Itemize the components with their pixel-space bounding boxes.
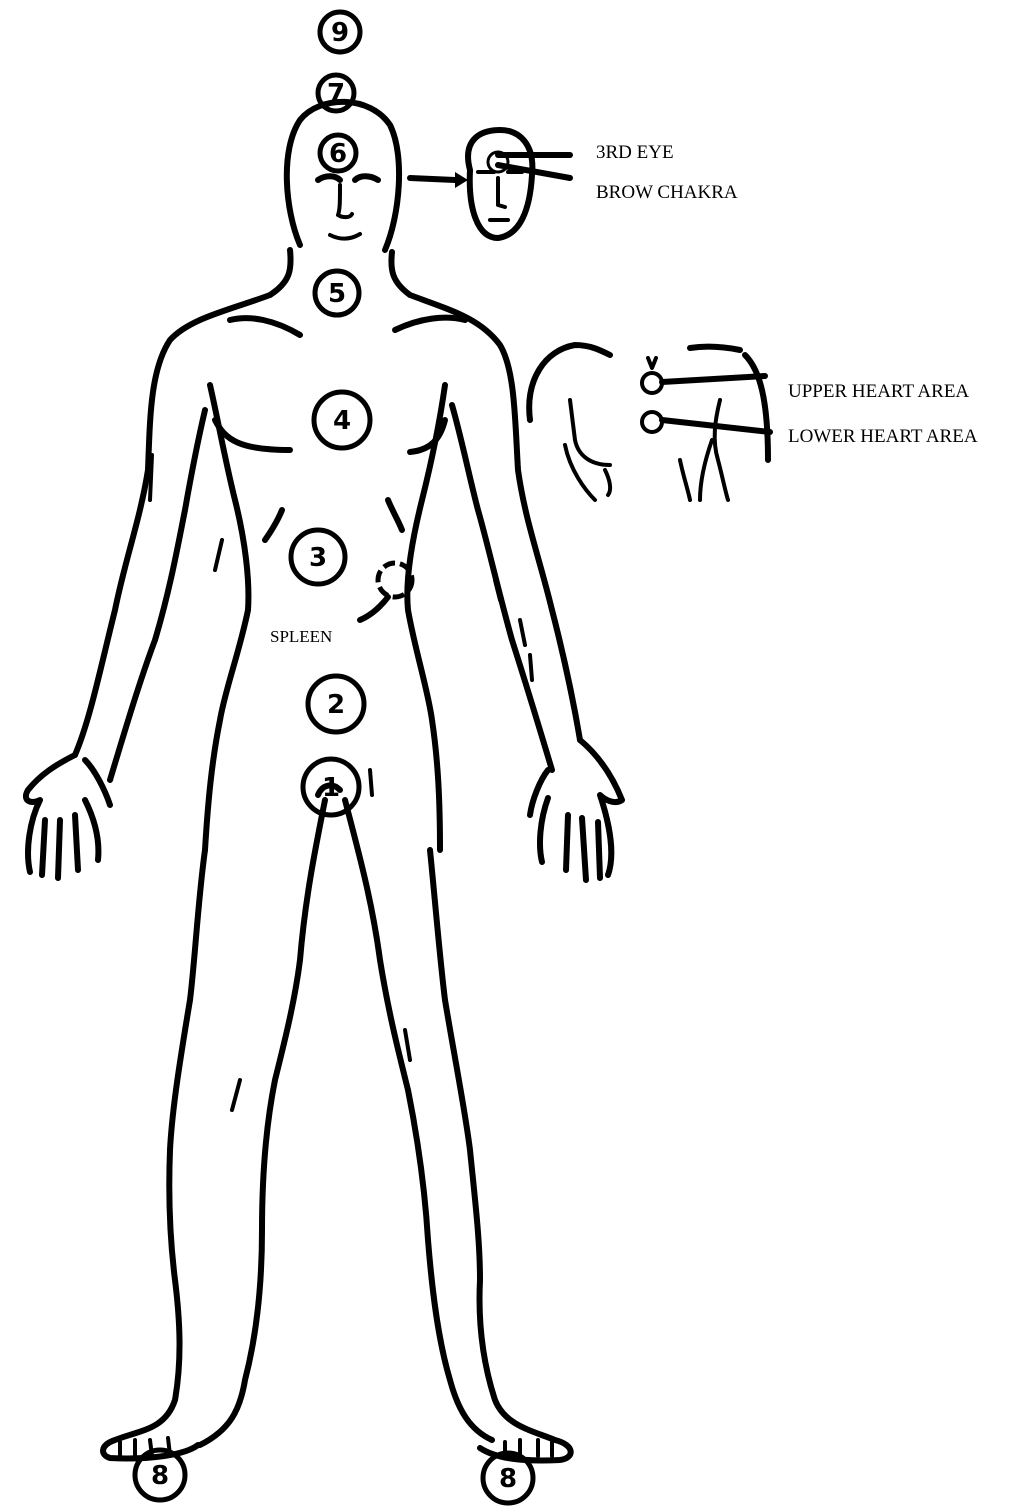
svg-text:6: 6 xyxy=(329,139,347,169)
svg-text:5: 5 xyxy=(328,279,346,309)
upper-heart-label: UPPER HEART AREA xyxy=(788,381,969,402)
svg-text:8: 8 xyxy=(499,1464,517,1494)
chakra-1: 1 xyxy=(303,759,359,815)
chakra-3: 3 xyxy=(291,530,345,584)
chakra-9: 9 xyxy=(320,12,360,52)
face-inset xyxy=(410,130,570,238)
svg-text:4: 4 xyxy=(333,406,351,436)
svg-text:1: 1 xyxy=(322,773,340,803)
chakra-5: 5 xyxy=(315,271,359,315)
chakra-2: 2 xyxy=(308,676,364,732)
spleen-label: SPLEEN xyxy=(270,627,332,646)
chakra-7: 7 xyxy=(318,75,354,111)
svg-text:8: 8 xyxy=(151,1461,169,1491)
chakra-4: 4 xyxy=(314,392,370,448)
labels: 3RD EYE BROW CHAKRA UPPER HEART AREA LOW… xyxy=(270,142,978,646)
lower-heart-label: LOWER HEART AREA xyxy=(788,426,978,447)
svg-text:3: 3 xyxy=(309,543,327,573)
svg-text:9: 9 xyxy=(331,18,349,48)
svg-text:2: 2 xyxy=(327,690,345,720)
brow-chakra-label: BROW CHAKRA xyxy=(596,182,738,203)
chakra-6: 6 xyxy=(320,135,356,171)
heart-inset xyxy=(529,345,770,500)
svg-text:7: 7 xyxy=(327,79,345,109)
third-eye-label: 3RD EYE xyxy=(596,142,674,163)
spleen-marker xyxy=(360,563,412,620)
